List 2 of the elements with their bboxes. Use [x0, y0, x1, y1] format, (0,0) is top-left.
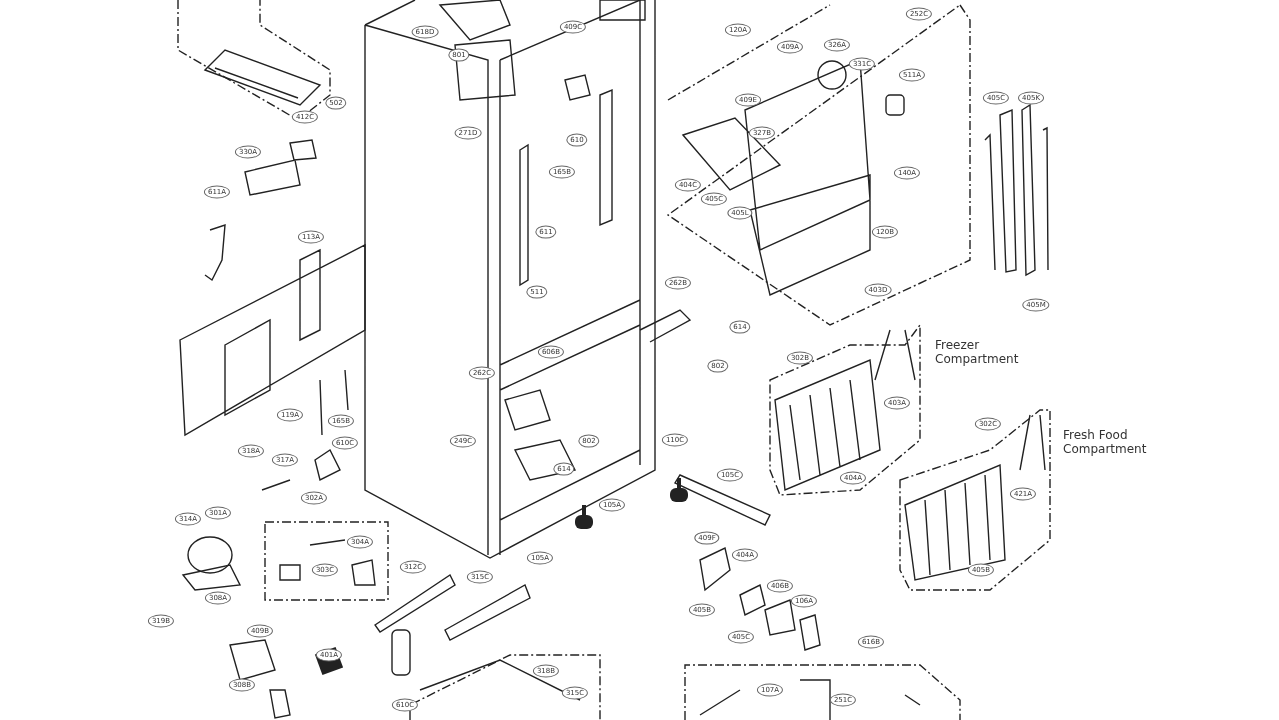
- compartment-note: Freezer Compartment: [935, 338, 1020, 366]
- compartment-note: Fresh Food Compartment: [1063, 428, 1148, 456]
